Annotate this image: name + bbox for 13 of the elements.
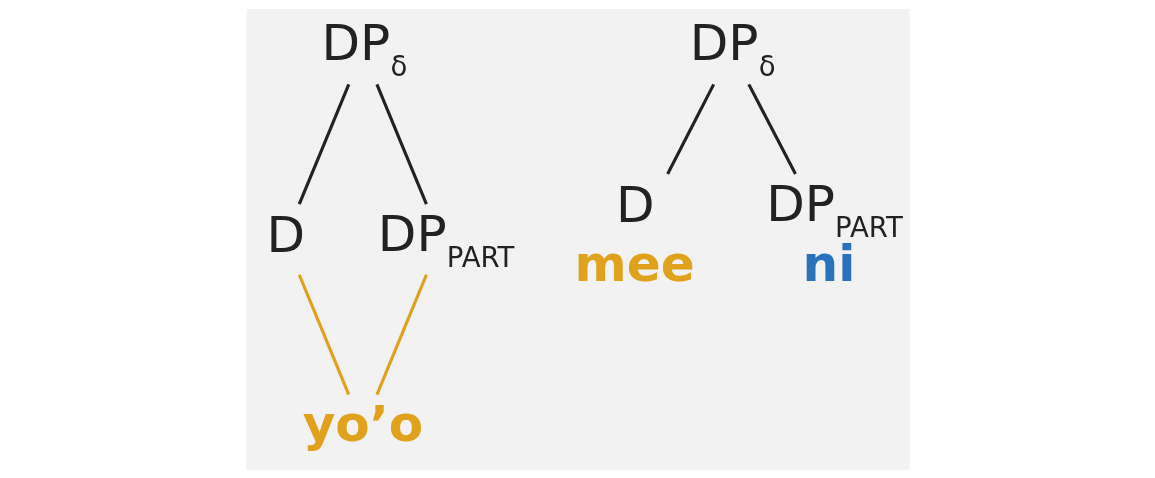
connector xyxy=(297,83,350,205)
connector xyxy=(746,83,797,175)
node-text: D xyxy=(615,174,654,234)
node-text: DP$_{PART}$ xyxy=(377,203,514,273)
node-label: mee xyxy=(574,233,695,293)
node-text: DP$_{δ}$ xyxy=(689,12,776,82)
node-text: DP$_{δ}$ xyxy=(321,12,407,82)
connector xyxy=(375,273,428,395)
connector xyxy=(665,83,715,175)
connector xyxy=(374,83,428,205)
node-text: D xyxy=(265,204,305,264)
connector xyxy=(297,273,350,395)
node-text: yo’o xyxy=(302,393,423,453)
